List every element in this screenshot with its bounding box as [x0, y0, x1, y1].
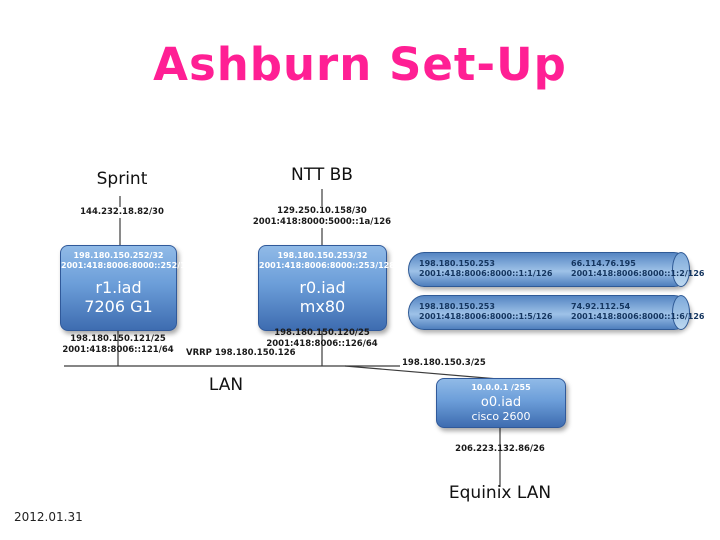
- r0-loopback-ipv6: 2001:418:8006:8000::253/128: [259, 261, 395, 270]
- equinix-lan-label: Equinix LAN: [448, 483, 552, 503]
- r1-name: r1.iad: [95, 278, 142, 297]
- link2-local-ips: 198.180.150.253 2001:418:8006:8000::1:5/…: [419, 302, 552, 322]
- router-r1-box: 198.180.150.252/32 2001:418:8006:8000::2…: [60, 245, 197, 331]
- ntt-uplink-ips: 129.250.10.158/30 2001:418:8000:5000::1a…: [250, 206, 394, 228]
- ntt-uplink-ipv6: 2001:418:8000:5000::1a/126: [250, 217, 394, 228]
- equinix-downlink-ipv4: 206.223.132.86/26: [455, 444, 545, 454]
- link2-remote-ipv4: 74.92.112.54: [571, 302, 631, 311]
- uplink-label-ntt: NTT BB: [291, 165, 353, 185]
- ntt-uplink-ipv4: 129.250.10.158/30: [250, 206, 394, 217]
- r0-model: mx80: [299, 297, 346, 316]
- r1-lan-ips: 198.180.150.121/25 2001:418:8006::121/64: [60, 334, 176, 356]
- link1-local-ips: 198.180.150.253 2001:418:8006:8000::1:1/…: [419, 259, 552, 279]
- equinix-device-model: cisco 2600: [471, 410, 531, 423]
- r0-loopback-ipv4: 198.180.150.253/32: [277, 251, 368, 260]
- link1-local-ipv6: 2001:418:8006:8000::1:1/126: [419, 269, 553, 278]
- link1-remote-ipv6: 2001:418:8006:8000::1:2/126: [571, 269, 705, 278]
- slide-date: 2012.01.31: [14, 510, 83, 524]
- link2-local-ipv6: 2001:418:8006:8000::1:5/126: [419, 312, 553, 321]
- r0-lan-ipv6: 2001:418:8006::126/64: [266, 339, 378, 349]
- router-r0-box: 198.180.150.253/32 2001:418:8006:8000::2…: [258, 245, 395, 331]
- lan-branch-ipv4: 198.180.150.3/25: [402, 358, 486, 368]
- uplink-label-sprint: Sprint: [96, 169, 148, 189]
- equinix-device-ip: 10.0.0.1 /255: [471, 383, 531, 392]
- r1-lan-ipv6: 2001:418:8006::121/64: [62, 345, 174, 355]
- equinix-router-box: 10.0.0.1 /255 o0.iad cisco 2600: [436, 378, 566, 428]
- r1-lan-ipv4: 198.180.150.121/25: [70, 334, 166, 344]
- transit-link-1: 198.180.150.253 2001:418:8006:8000::1:1/…: [408, 252, 704, 287]
- r0-lan-ipv4: 198.180.150.120/25: [274, 328, 370, 338]
- link2-local-ipv4: 198.180.150.253: [419, 302, 495, 311]
- r1-model: 7206 G1: [84, 297, 153, 316]
- link2-remote-ipv6: 2001:418:8006:8000::1:6/126: [571, 312, 705, 321]
- lan-label: LAN: [208, 375, 244, 395]
- r0-name: r0.iad: [299, 278, 346, 297]
- r1-loopback-ipv4: 198.180.150.252/32: [73, 251, 164, 260]
- vrrp-label: VRRP 198.180.150.126: [186, 348, 296, 358]
- link1-remote-ipv4: 66.114.76.195: [571, 259, 636, 268]
- slide-title: Ashburn Set-Up: [153, 38, 567, 91]
- r1-loopback-ipv6: 2001:418:8006:8000::252/128: [61, 261, 197, 270]
- transit-link-2: 198.180.150.253 2001:418:8006:8000::1:5/…: [408, 295, 704, 330]
- link1-remote-ips: 66.114.76.195 2001:418:8006:8000::1:2/12…: [571, 259, 704, 279]
- r0-lan-ips: 198.180.150.120/25 2001:418:8006::126/64: [262, 328, 382, 350]
- link1-local-ipv4: 198.180.150.253: [419, 259, 495, 268]
- equinix-device-name: o0.iad: [480, 395, 522, 410]
- cylinder-cap-icon: [672, 295, 690, 330]
- sprint-uplink-ipv4: 144.232.18.82/30: [70, 207, 174, 218]
- link2-remote-ips: 74.92.112.54 2001:418:8006:8000::1:6/126: [571, 302, 704, 322]
- cylinder-cap-icon: [672, 252, 690, 287]
